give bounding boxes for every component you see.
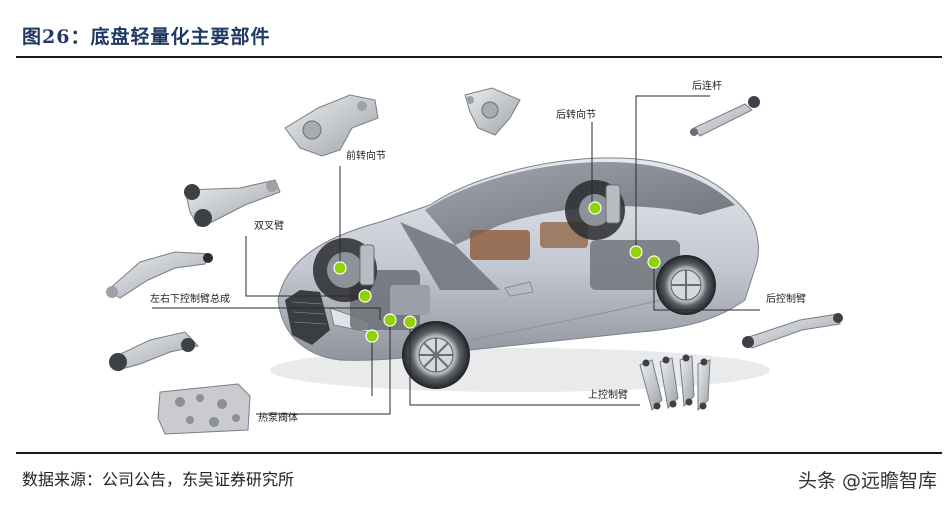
label-rear-knuckle: 后转向节 [556,108,596,121]
bottom-rule [16,452,942,454]
heat-pump-valve-part [157,383,251,435]
leader-lines [152,95,760,415]
top-rule [16,56,942,58]
upper-control-arm-part [639,354,711,412]
source-note: 数据来源：公司公告，东吴证券研究所 [22,470,295,489]
markers [333,201,661,343]
label-heat-pump-valve: 热泵阀体 [258,411,298,424]
rear-control-arm-part [742,313,843,349]
marker-heat-pump [365,329,379,343]
rear-knuckle-part [464,87,521,136]
label-lower-control-arm-assy: 左右下控制臂总成 [150,292,230,305]
label-front-knuckle: 前转向节 [346,149,386,162]
marker-rear-arm [647,255,661,269]
marker-rear-link [629,245,643,259]
rear-link-part [690,96,760,137]
marker-double-wishbone [358,289,372,303]
car-illustration [270,157,770,392]
label-rear-control-arm: 后控制臂 [766,292,806,305]
marker-rear-knuckle [588,201,602,215]
front-knuckle-part [284,94,379,157]
lower-arm-part-b [109,331,199,371]
front-wheel [402,321,470,389]
label-rear-link: 后连杆 [692,79,722,92]
marker-upper-arm [403,315,417,329]
marker-front-knuckle [333,261,347,275]
figure-title: 图26：底盘轻量化主要部件 [22,26,271,48]
label-upper-control-arm: 上控制臂 [588,388,628,401]
label-double-wishbone: 双叉臂 [254,219,284,232]
watermark: 头条 @远瞻智库 [797,470,937,492]
double-wishbone-part [184,179,281,227]
marker-lower-arm [383,313,397,327]
rear-wheel [656,255,716,315]
lower-arm-part-a [106,251,213,299]
